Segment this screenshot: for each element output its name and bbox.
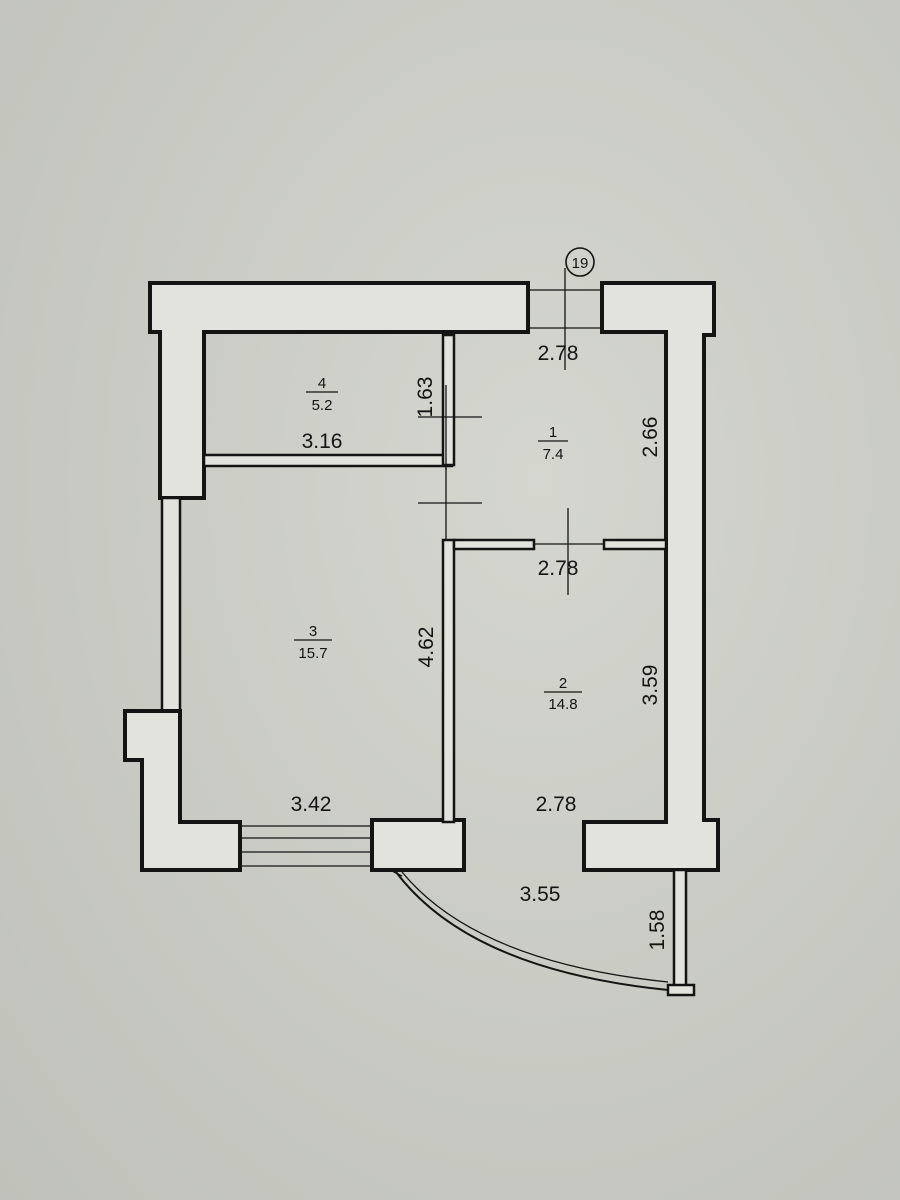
room-area: 14.8: [548, 696, 577, 713]
pillar-bottom: [370, 818, 466, 872]
balcony-rail-end: [389, 869, 403, 877]
wall-right: [582, 281, 720, 872]
wall-top-left: [148, 281, 530, 500]
dim-room1-bottom-width: 2.78: [538, 557, 579, 580]
room-area: 15.7: [298, 645, 327, 662]
room-number: 1: [549, 424, 557, 441]
dim-room4-width: 3.16: [302, 430, 343, 453]
room-area: 5.2: [312, 397, 333, 414]
room-number: 4: [318, 375, 326, 392]
dim-room1-height: 2.66: [639, 417, 662, 458]
partition-room4-room1: [441, 333, 456, 467]
balcony-corner: [666, 983, 696, 997]
partition-room3-room2: [441, 538, 456, 824]
dim-balcony-depth: 1.58: [646, 910, 669, 951]
dim-room2-width: 2.78: [536, 793, 577, 816]
dim-room2-height: 3.59: [639, 665, 662, 706]
room-number: 2: [559, 675, 567, 692]
balcony-rail-inner: [401, 871, 669, 983]
axis-marker-label: 19: [572, 255, 589, 272]
axis-marker-circle: [565, 247, 595, 277]
balcony-side: [672, 868, 688, 996]
dim-room3-height: 4.62: [415, 627, 438, 668]
dim-room3-width: 3.42: [291, 793, 332, 816]
room-number: 3: [309, 623, 317, 640]
window-left: [160, 496, 182, 713]
room-4-label: 4 5.2: [306, 375, 338, 414]
balcony-rail-outer: [395, 871, 669, 991]
room-area: 7.4: [543, 446, 564, 463]
room-2-label: 2 14.8: [544, 675, 582, 713]
room-1-label: 1 7.4: [538, 424, 568, 463]
partition-room1-room2-right: [602, 538, 668, 551]
partition-room4-room3: [202, 453, 454, 468]
dim-balcony-width: 3.55: [520, 883, 561, 906]
dim-top-width-room1: 2.78: [538, 342, 579, 365]
wall-bottom-left: [123, 709, 242, 872]
room-3-label: 3 15.7: [294, 623, 332, 662]
partition-room1-room2-left: [452, 538, 536, 551]
dim-room4-height: 1.63: [414, 377, 437, 418]
